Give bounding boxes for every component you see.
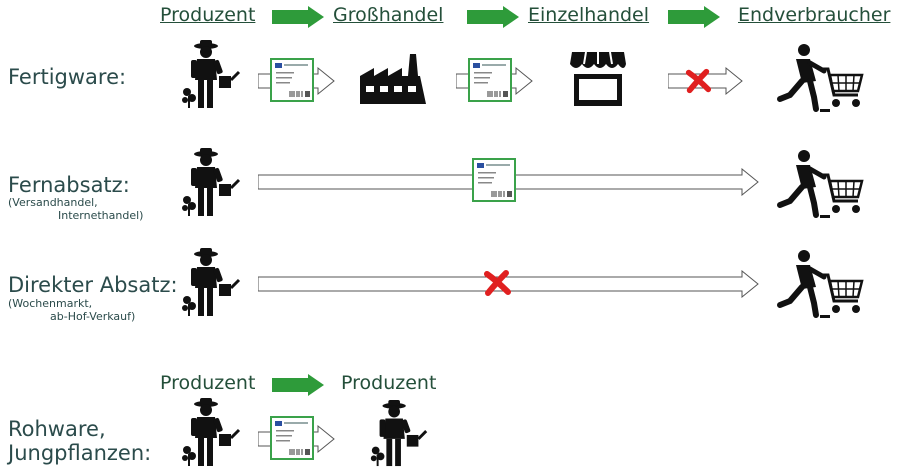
green-arrow-icon [467,6,519,28]
passport-arrow [258,56,338,106]
shop-icon [568,48,628,108]
shopper-cart-icon [776,148,866,220]
row-label-rohware: Rohware, [8,417,106,441]
plant-passport-icon [472,158,516,202]
farmer-icon [180,248,242,318]
stage-grosshandel: Großhandel [333,4,444,26]
passport-arrow [258,414,338,464]
stage-produzent: Produzent [160,4,256,26]
stage-endverbraucher: Endverbraucher [738,4,891,26]
long-arrow [258,270,760,298]
passport-arrow [456,56,536,106]
rohware-from-label: Produzent [160,372,256,394]
farmer-icon [180,148,242,218]
row-label-direkt: Direkter Absatz: [8,273,178,297]
green-arrow-icon [272,6,324,28]
farmer-icon [180,398,242,468]
row-label-fertigware: Fertigware: [8,65,127,89]
row-label-fernabsatz: Fernabsatz: [8,173,130,197]
row-sublabel: Internethandel) [58,209,144,222]
shopper-cart-icon [776,42,866,114]
factory-icon [358,52,428,106]
row-sublabel: ab-Hof-Verkauf) [50,310,136,323]
red-cross-icon [482,268,512,298]
rohware-to-label: Produzent [341,372,437,394]
green-arrow-icon [668,6,720,28]
green-arrow-icon [272,374,324,396]
row-sublabel: (Wochenmarkt, [8,297,93,310]
row-sublabel: (Versandhandel, [8,196,98,209]
farmer-icon [180,40,242,110]
stage-einzelhandel: Einzelhandel [528,4,650,26]
row-label-jungpflanzen: Jungpflanzen: [8,441,152,465]
shopper-cart-icon [776,248,866,320]
farmer-icon [368,400,430,468]
crossed-arrow [668,66,748,96]
